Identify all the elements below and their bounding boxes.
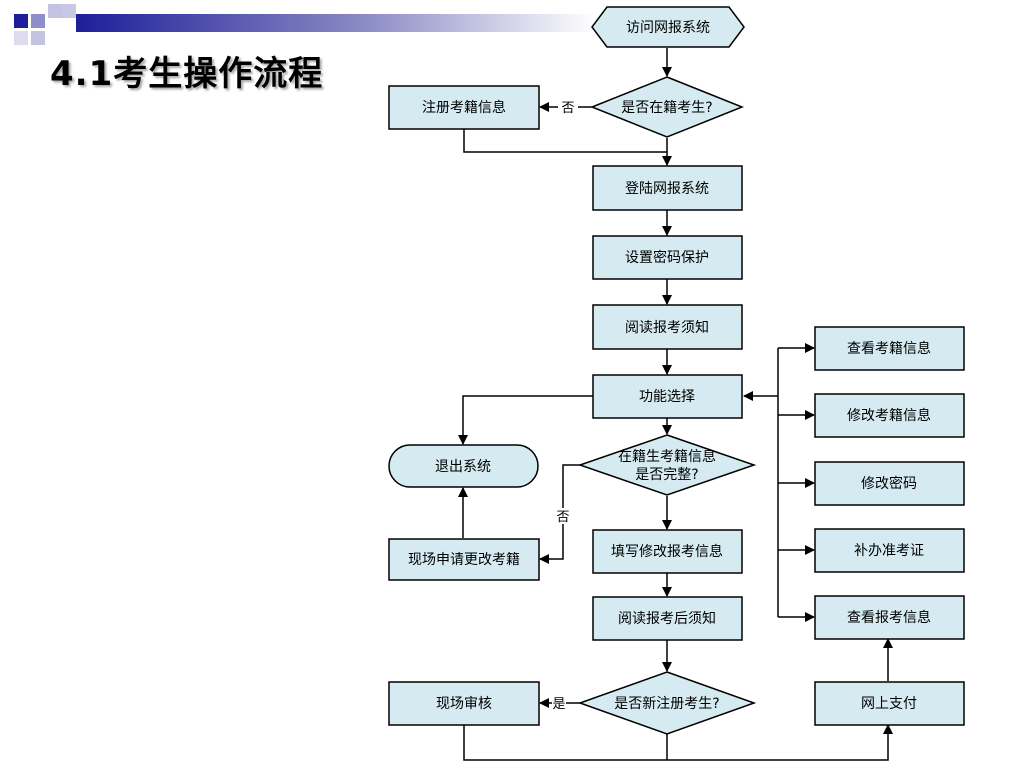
node-function-select-label: 功能选择 xyxy=(639,389,695,405)
node-online-payment-label: 网上支付 xyxy=(861,696,917,712)
node-onsite-change-label: 现场申请更改考籍 xyxy=(408,551,520,568)
node-info-complete-label-2: 是否完整? xyxy=(635,467,698,483)
node-reissue-admission-label: 补办准考证 xyxy=(854,543,924,559)
node-modify-student-info-label: 修改考籍信息 xyxy=(847,407,931,424)
node-is-registered: 是否在籍考生? xyxy=(589,76,745,138)
node-set-password: 设置密码保护 xyxy=(592,235,743,280)
node-online-payment: 网上支付 xyxy=(814,681,965,726)
node-view-student-info-label: 查看考籍信息 xyxy=(847,340,931,357)
corner-decoration xyxy=(14,4,76,45)
node-exit-system: 退出系统 xyxy=(388,444,539,488)
edges xyxy=(458,48,893,761)
node-function-select: 功能选择 xyxy=(592,374,743,419)
node-visit-label: 访问网报系统 xyxy=(626,20,710,36)
node-onsite-review: 现场审核 xyxy=(388,681,540,726)
node-read-notice: 阅读报考须知 xyxy=(592,304,743,350)
node-is-registered-label: 是否在籍考生? xyxy=(621,99,712,116)
node-exit-system-label: 退出系统 xyxy=(435,459,491,475)
node-register-info: 注册考籍信息 xyxy=(388,85,540,130)
node-view-exam-info-label: 查看报考信息 xyxy=(847,609,931,626)
edge-label-yes: 是 xyxy=(552,697,565,712)
node-onsite-review-label: 现场审核 xyxy=(436,696,492,712)
node-login: 登陆网报系统 xyxy=(592,165,743,211)
node-info-complete: 在籍生考籍信息 是否完整? xyxy=(577,434,757,496)
node-fill-modify: 填写修改报考信息 xyxy=(592,529,743,574)
node-fill-modify-label: 填写修改报考信息 xyxy=(611,543,723,560)
header-bar xyxy=(76,14,596,32)
node-view-student-info: 查看考籍信息 xyxy=(814,326,965,371)
slide-title: 4.1考生操作流程 xyxy=(50,54,324,94)
node-set-password-label: 设置密码保护 xyxy=(625,249,709,266)
node-onsite-change: 现场申请更改考籍 xyxy=(388,538,540,581)
node-modify-password-label: 修改密码 xyxy=(861,475,917,492)
node-is-new-registration-label: 是否新注册考生? xyxy=(614,696,719,712)
node-read-notice-label: 阅读报考须知 xyxy=(625,319,709,336)
node-view-exam-info: 查看报考信息 xyxy=(814,595,965,640)
edge-label-no-2: 否 xyxy=(556,510,569,525)
node-info-complete-label-1: 在籍生考籍信息 xyxy=(618,448,716,465)
node-visit: 访问网报系统 xyxy=(591,6,745,48)
node-read-after-notice-label: 阅读报考后须知 xyxy=(618,610,716,627)
node-is-new-registration: 是否新注册考生? xyxy=(577,671,757,735)
node-read-after-notice: 阅读报考后须知 xyxy=(592,596,743,641)
edge-label-no-1: 否 xyxy=(561,101,574,116)
node-register-info-label: 注册考籍信息 xyxy=(422,99,506,116)
node-modify-student-info: 修改考籍信息 xyxy=(814,393,965,438)
node-login-label: 登陆网报系统 xyxy=(625,181,709,197)
node-reissue-admission: 补办准考证 xyxy=(814,528,965,573)
node-modify-password: 修改密码 xyxy=(814,461,965,506)
